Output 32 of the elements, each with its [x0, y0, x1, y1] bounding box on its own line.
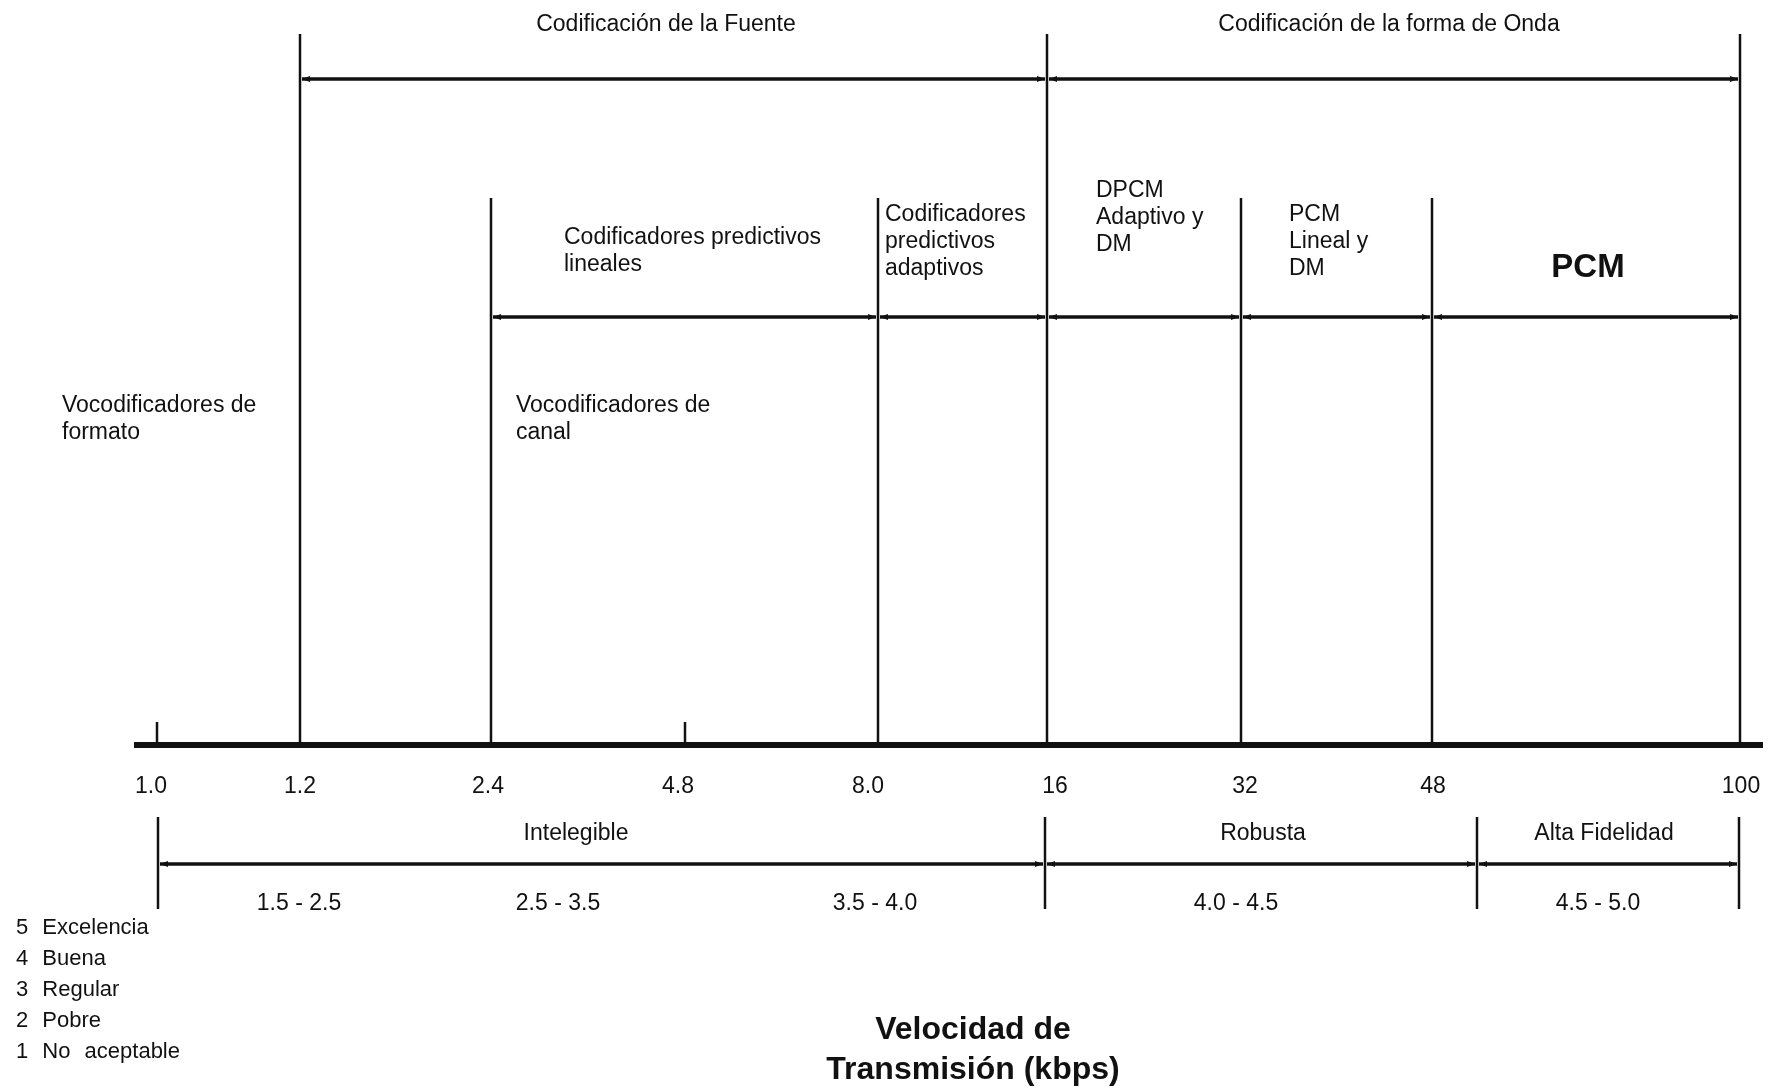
category-label: Vocodificadores de canal [516, 391, 712, 445]
category-label: Codificadores predictivos lineales [564, 223, 822, 277]
quality-label: Robusta [1220, 819, 1306, 846]
scale-key-item: 2 Pobre [16, 1006, 102, 1033]
category-label: PCM Lineal y DM [1289, 200, 1370, 281]
axis-title: Velocidad de Transmisión (kbps) [825, 1009, 1121, 1088]
category-label: Codificadores predictivos adaptivos [885, 200, 1027, 281]
tick-label: 100 [1721, 772, 1761, 799]
quality-label: Alta Fidelidad [1534, 819, 1674, 846]
scale-key-item: 5 Excelencia [16, 913, 149, 940]
section-heading: Codificación de la forma de Onda [1218, 10, 1560, 37]
scale-key-item: 1 No aceptable [16, 1037, 180, 1064]
tick-label: 4.8 [662, 772, 694, 799]
quality-label: Intelegible [523, 819, 629, 846]
category-label: DPCM Adaptivo y DM [1096, 176, 1205, 257]
tick-label: 48 [1420, 772, 1446, 799]
scale-key-item: 4 Buena [16, 944, 106, 971]
section-heading: Codificación de la Fuente [536, 10, 796, 37]
score-range: 4.0 - 4.5 [1193, 889, 1279, 916]
tick-label: 32 [1232, 772, 1258, 799]
tick-label: 8.0 [852, 772, 884, 799]
score-range: 4.5 - 5.0 [1555, 889, 1641, 916]
category-label: PCM [1551, 252, 1625, 279]
scale-key-item: 3 Regular [16, 975, 120, 1002]
tick-label: 1.2 [284, 772, 316, 799]
tick-label: 16 [1042, 772, 1068, 799]
score-range: 2.5 - 3.5 [515, 889, 601, 916]
category-label: Vocodificadores de formato [62, 391, 258, 445]
score-range: 3.5 - 4.0 [832, 889, 918, 916]
tick-label: 1.0 [135, 772, 167, 799]
tick-label: 2.4 [472, 772, 504, 799]
score-range: 1.5 - 2.5 [256, 889, 342, 916]
